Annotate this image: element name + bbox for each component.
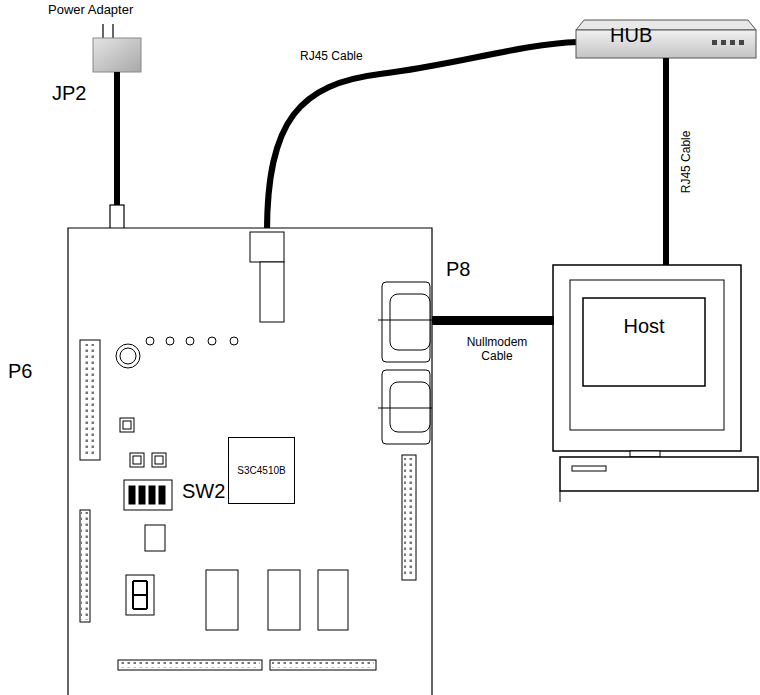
- node-text: HUB: [610, 24, 756, 47]
- part-label: JP2: [52, 82, 86, 105]
- nullmodem-cable: [432, 316, 554, 325]
- power-adapter: Power Adapter: [40, 3, 152, 73]
- cable-label: RJ45 Cable: [680, 128, 694, 195]
- node-text: S3C4510B: [229, 465, 294, 477]
- hub-box: HUB: [576, 20, 756, 58]
- host-box: Host: [553, 265, 741, 451]
- node-text: Host: [583, 315, 705, 338]
- chip-box: S3C4510B: [228, 437, 295, 504]
- node-text: Power Adapter: [48, 3, 152, 18]
- part-label: P8: [446, 258, 470, 281]
- cable-label: Nullmodem Cable: [452, 336, 542, 364]
- rj45-cable: [663, 58, 669, 265]
- rj45-cable: [267, 42, 578, 232]
- part-label: SW2: [182, 480, 225, 503]
- evaluation-board: [68, 228, 432, 695]
- part-label: P6: [8, 360, 32, 383]
- host-computer: [553, 265, 758, 502]
- power-adapter: [93, 24, 141, 235]
- hub-device: [576, 20, 756, 58]
- cable-label: RJ45 Cable: [300, 50, 363, 64]
